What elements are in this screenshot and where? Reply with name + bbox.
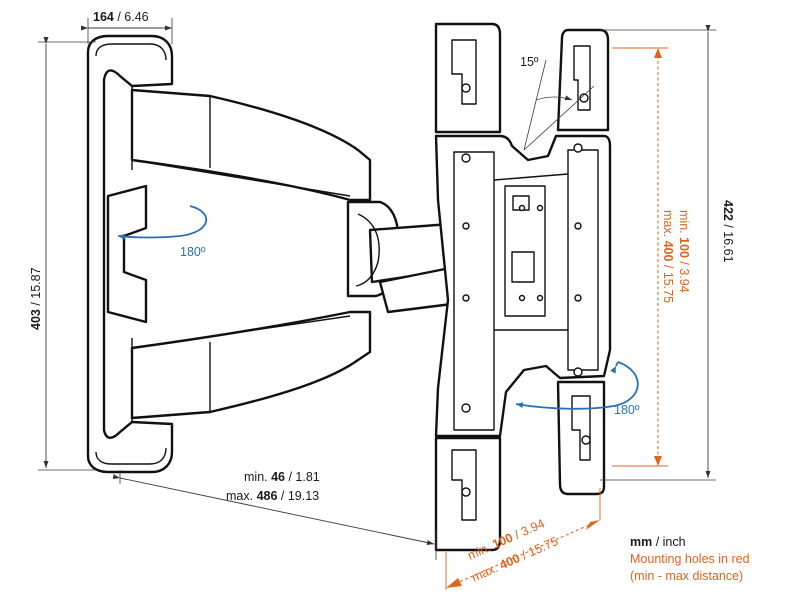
mounting-holes (461, 83, 591, 497)
legend-units: mm / inch (630, 535, 686, 549)
legend-distance-note: (min - max distance) (630, 569, 743, 583)
hole-vertical-min-label: min. 100 / 3.94 (677, 210, 691, 293)
extension-max-label: max. 486 / 19.13 (226, 489, 319, 503)
extension-min-label: min. 46 / 1.81 (244, 470, 320, 484)
swivel-angle-label: 180º (180, 245, 206, 259)
dimension-lines (38, 18, 716, 590)
depth-label: 164 / 6.46 (93, 10, 149, 24)
wall-height-label: 403 / 15.87 (29, 267, 43, 330)
plate-height-label: 422 / 16.61 (721, 200, 735, 263)
legend: mm / inch Mounting holes in red (min - m… (630, 535, 750, 583)
tilt-angle-label: 15º (520, 55, 539, 69)
legend-mounting-holes: Mounting holes in red (630, 552, 750, 566)
hole-vertical-max-label: max. 400 / 15.75 (661, 210, 675, 303)
articulating-arm (106, 88, 454, 420)
rotation-angle-label: 180º (614, 403, 640, 417)
vesa-plate (434, 22, 612, 552)
